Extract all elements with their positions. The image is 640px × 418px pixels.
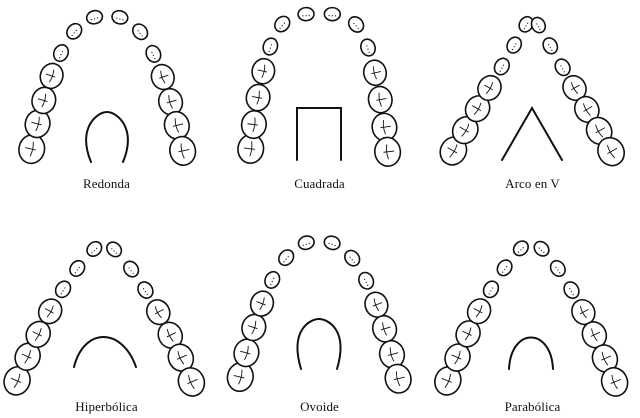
- arch-shape-line-parabolica: [509, 338, 553, 370]
- caption-arco-en-v: Arco en V: [426, 176, 639, 192]
- anterior-tooth: [492, 56, 513, 78]
- molar-tooth: [366, 85, 394, 115]
- anterior-tooth: [494, 257, 514, 278]
- arch-shape-line-hiperbolica: [74, 337, 136, 367]
- anterior-tooth: [531, 239, 551, 259]
- anterior-tooth: [261, 36, 280, 57]
- arch-shape-line-cuadrada: [297, 108, 341, 160]
- caption-redonda: Redonda: [0, 176, 213, 192]
- anterior-tooth: [297, 234, 316, 251]
- molar-tooth: [16, 132, 47, 165]
- anterior-tooth: [346, 14, 367, 35]
- molar-tooth: [167, 134, 198, 167]
- caption-parabolica: Parabólica: [426, 399, 639, 415]
- molar-tooth: [148, 61, 177, 92]
- anterior-tooth: [548, 258, 568, 279]
- anterior-tooth: [143, 43, 163, 64]
- anterior-tooth: [276, 247, 297, 268]
- anterior-tooth: [552, 56, 573, 78]
- anterior-tooth: [130, 21, 151, 42]
- anterior-tooth: [135, 279, 156, 301]
- arch-shape-line-ovoide: [297, 319, 340, 369]
- anterior-tooth: [85, 9, 104, 26]
- anterior-tooth: [481, 278, 502, 300]
- molar-tooth: [244, 83, 272, 113]
- anterior-tooth: [504, 35, 524, 56]
- anterior-tooth: [121, 258, 142, 279]
- molar-tooth: [250, 56, 277, 85]
- molar-tooth: [240, 109, 268, 140]
- molar-tooth: [361, 58, 388, 87]
- dental-arch-ovoide: [213, 209, 426, 418]
- panel-parabolica: Parabólica: [426, 209, 639, 418]
- arch-shape-line-redonda: [86, 112, 128, 162]
- panel-ovoide: Ovoide: [213, 209, 426, 418]
- anterior-tooth: [51, 42, 71, 63]
- anterior-tooth: [324, 7, 340, 21]
- caption-ovoide: Ovoide: [213, 399, 426, 415]
- anterior-tooth: [272, 13, 293, 34]
- anterior-tooth: [262, 269, 282, 290]
- anterior-tooth: [64, 21, 85, 42]
- anterior-tooth: [540, 35, 560, 56]
- dental-arch-parabolica: [426, 209, 639, 418]
- panel-cuadrada: Cuadrada: [213, 0, 426, 209]
- anterior-tooth: [323, 234, 342, 251]
- anterior-tooth: [511, 238, 531, 258]
- anterior-tooth: [561, 279, 582, 301]
- molar-tooth: [373, 136, 402, 167]
- molar-tooth: [369, 313, 399, 345]
- anterior-tooth: [111, 9, 130, 26]
- anterior-tooth: [104, 239, 124, 259]
- anterior-tooth: [342, 248, 363, 269]
- anterior-tooth: [356, 270, 376, 291]
- panel-redonda: Redonda: [0, 0, 213, 209]
- dental-arch-hiperbolica: [0, 209, 213, 418]
- caption-hiperbolica: Hiperbólica: [0, 399, 213, 415]
- anterior-tooth: [84, 239, 104, 259]
- anterior-tooth: [53, 278, 74, 300]
- panel-hiperbolica: Hiperbólica: [0, 209, 213, 418]
- anterior-tooth: [359, 37, 378, 58]
- arch-shape-line-arco-en-v: [502, 108, 562, 160]
- panel-arco-en-v: Arco en V: [426, 0, 639, 209]
- anterior-tooth: [298, 7, 314, 21]
- anterior-tooth: [67, 258, 88, 279]
- molar-tooth: [37, 60, 66, 91]
- caption-cuadrada: Cuadrada: [213, 176, 426, 192]
